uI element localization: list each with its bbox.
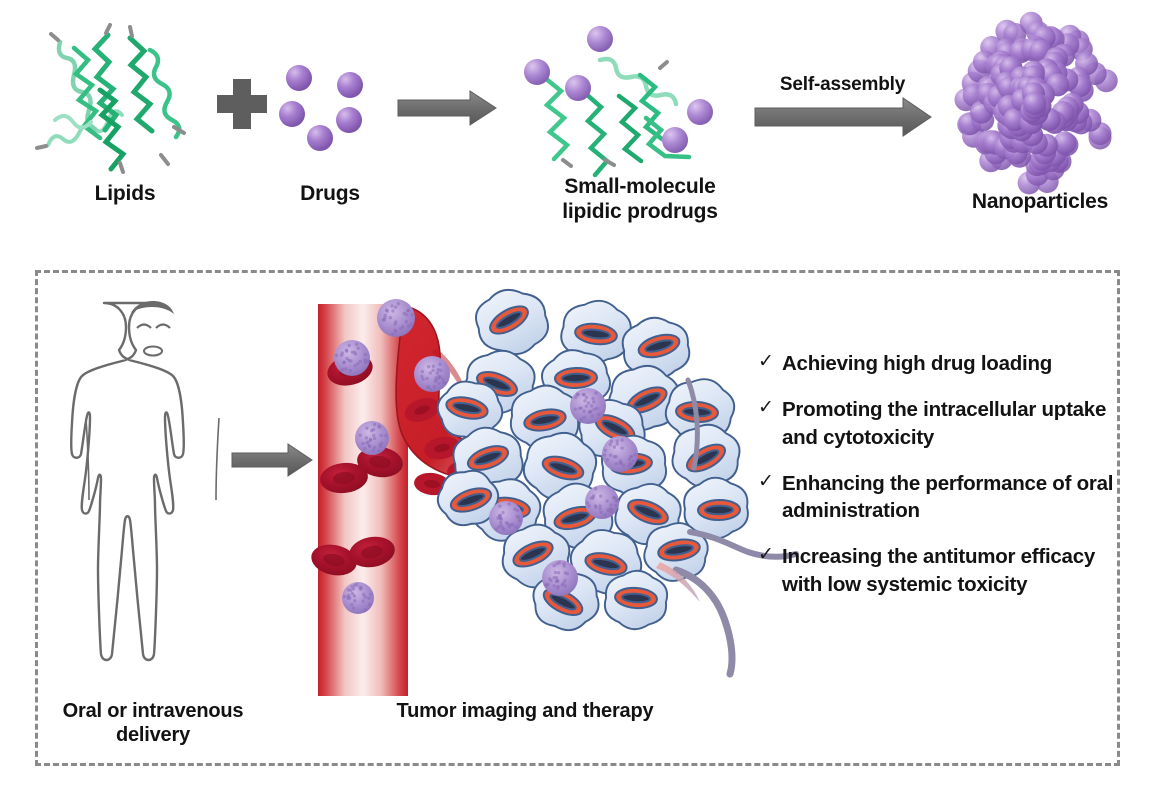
nanoparticle xyxy=(585,485,619,519)
benefit-item: ✓ Increasing the antitumor efficacy with … xyxy=(758,543,1128,598)
tumor-cell-nucleolus xyxy=(621,592,651,604)
check-icon: ✓ xyxy=(758,397,774,419)
tumor-cell-nucleolus xyxy=(548,461,578,475)
label-drugs: Drugs xyxy=(300,182,360,205)
top-row-graphics xyxy=(0,0,1149,240)
benefit-text: Enhancing the performance of oral admini… xyxy=(782,471,1114,522)
nanoparticle-cluster xyxy=(954,11,1118,195)
nanoparticle xyxy=(602,436,638,472)
check-icon: ✓ xyxy=(758,351,774,372)
tumor-exit-capillary xyxy=(656,377,799,678)
tumor-cell-nucleolus xyxy=(704,504,734,516)
human-body-icon xyxy=(70,301,220,662)
check-icon: ✓ xyxy=(758,544,774,566)
benefit-item: ✓ Enhancing the performance of oral admin… xyxy=(758,470,1128,525)
tumor-cell-nucleolus xyxy=(561,372,591,384)
tumor-cell-nucleolus xyxy=(633,391,661,409)
top-row-svg xyxy=(35,11,1118,195)
tumor-cell-nucleolus xyxy=(530,414,560,426)
tumor-cell-nucleolus xyxy=(560,511,590,525)
tumor-cell-nucleolus xyxy=(601,419,629,437)
nanoparticle xyxy=(570,388,606,424)
label-prodrugs-line2: lipidic prodrugs xyxy=(562,199,718,223)
tumor-cell-mass xyxy=(436,288,749,632)
label-nanoparticles: Nanoparticles xyxy=(971,190,1109,213)
self-assembly-arrow xyxy=(754,97,932,137)
tumor-cell-nucleolus xyxy=(581,328,611,340)
nanoparticle-spheres xyxy=(954,11,1118,195)
tumor-cell-nucleolus xyxy=(633,504,663,520)
nanoparticle xyxy=(414,356,450,392)
check-icon: ✓ xyxy=(758,470,774,492)
tumor-cell-nucleolus xyxy=(473,450,503,466)
plus-icon xyxy=(217,79,267,129)
drugs-illustration xyxy=(279,65,363,151)
label-prodrugs-line1: Small-molecule xyxy=(564,175,716,198)
prodrug-drug-heads xyxy=(524,26,713,153)
benefit-item: ✓ Promoting the intracellular uptake and … xyxy=(758,396,1128,451)
benefit-text: Achieving high drug loading xyxy=(782,352,1052,375)
benefits-list: ✓ Achieving high drug loading ✓ Promoting t… xyxy=(758,350,1128,617)
benefit-text: Increasing the antitumor efficacy with l… xyxy=(782,545,1096,596)
label-tumor-imaging: Tumor imaging and therapy xyxy=(396,700,654,722)
label-self-assembly: Self-assembly xyxy=(779,74,906,95)
label-delivery: Oral or intravenous delivery xyxy=(28,700,278,747)
label-prodrugs: Small-molecule lipidic prodrugs xyxy=(520,175,760,225)
lipids-illustration xyxy=(35,23,186,174)
label-lipids: Lipids xyxy=(94,182,156,205)
tumor-cell-nucleolus xyxy=(519,546,547,562)
benefit-text: Promoting the intracellular uptake and c… xyxy=(782,398,1107,449)
tumor-cell-nucleolus xyxy=(452,401,482,415)
reaction-arrow-1 xyxy=(397,90,497,126)
tumor-cell-nucleolus xyxy=(549,593,577,611)
tumor-cell-nucleolus xyxy=(644,339,674,353)
delivery-arrow xyxy=(231,443,313,477)
tumor-cell-nucleolus xyxy=(456,492,486,508)
bottom-panel-graphics xyxy=(0,270,1149,770)
tumor-cell-nucleolus xyxy=(482,376,512,392)
label-delivery-line2: delivery xyxy=(115,723,190,746)
bottom-panel-border xyxy=(35,270,1120,766)
benefit-item: ✓ Achieving high drug loading xyxy=(758,350,1128,377)
tumor-cell-nucleolus xyxy=(664,544,694,556)
tumor-cell-nucleolus xyxy=(495,311,523,329)
label-delivery-line1: Oral or intravenous xyxy=(62,700,244,722)
bottom-panel-svg xyxy=(70,288,799,696)
nanoparticle xyxy=(334,340,370,376)
prodrugs-illustration xyxy=(542,56,692,178)
nanoparticle xyxy=(542,560,578,596)
tumor-cell-nucleolus xyxy=(591,557,621,571)
nanoparticles-in-tissue xyxy=(334,299,638,614)
